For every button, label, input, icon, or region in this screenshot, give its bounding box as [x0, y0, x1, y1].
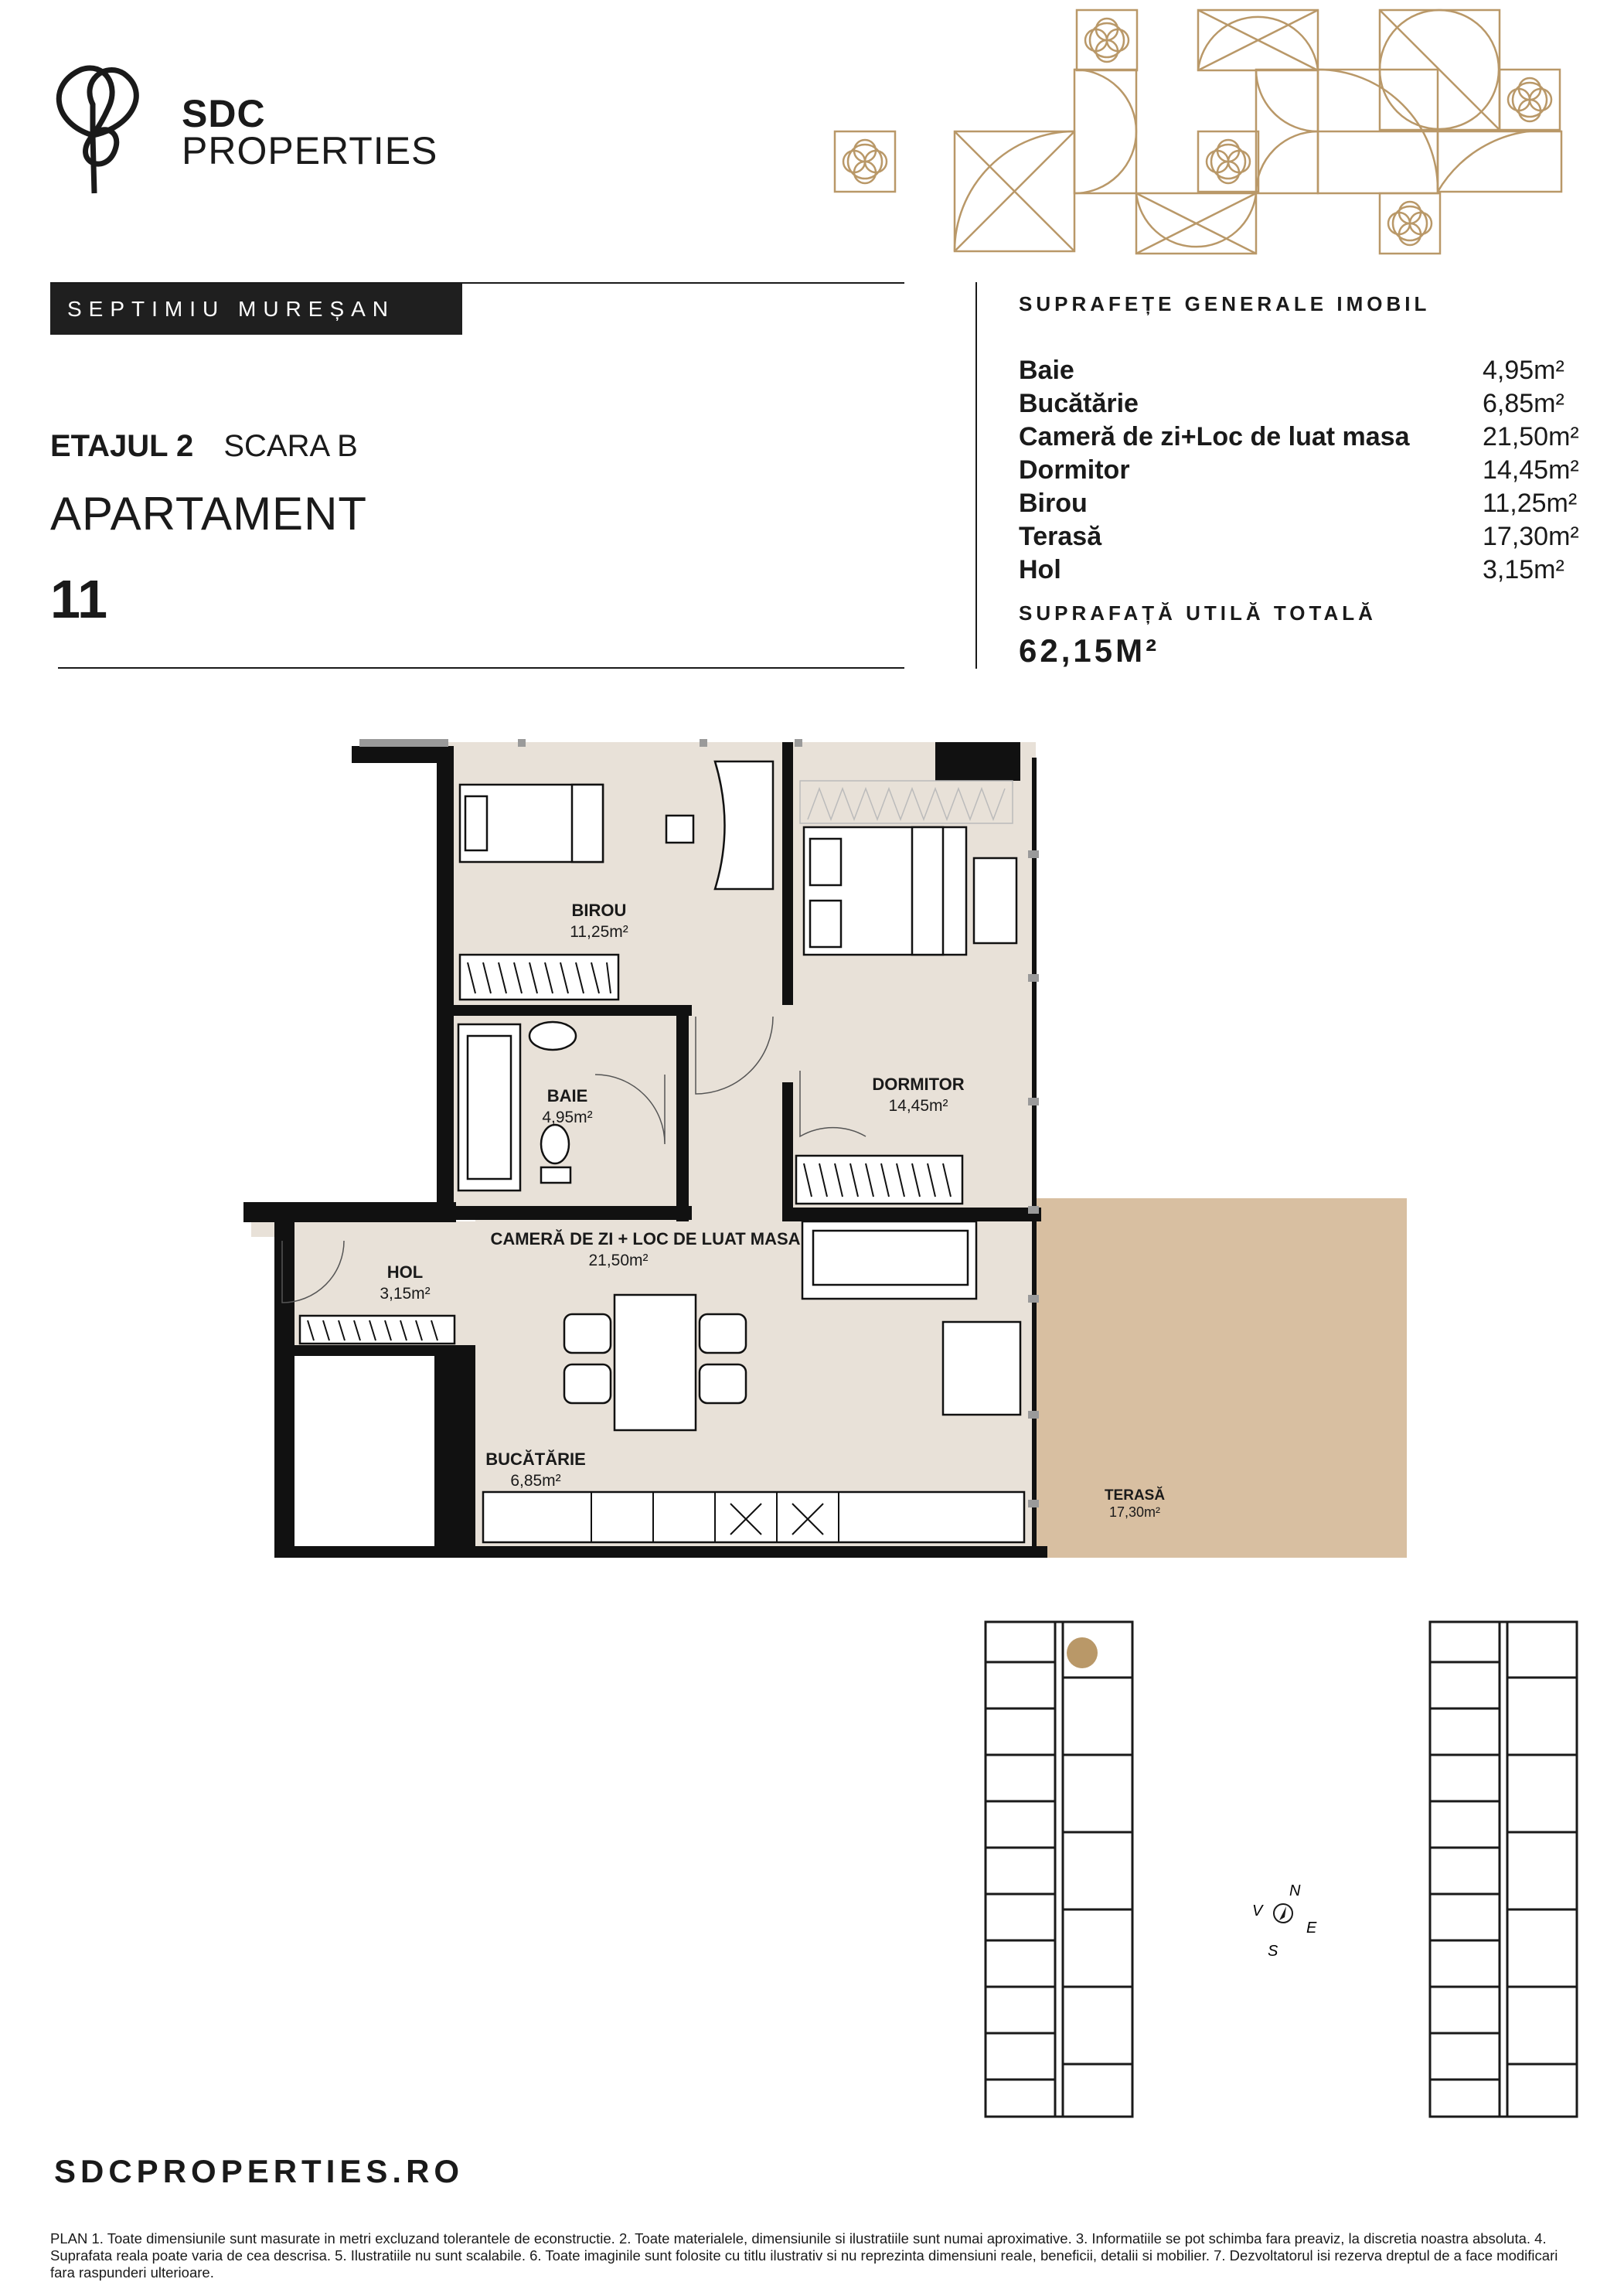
- apartment-number: 11: [50, 569, 107, 629]
- decorative-pattern: [831, 4, 1565, 259]
- room-baie-area: 4,95m²: [542, 1109, 592, 1126]
- surface-name: Dormitor: [1019, 455, 1130, 485]
- terrace-area: [1036, 1198, 1407, 1558]
- surface-row: Dormitor 14,45m²: [1019, 455, 1591, 489]
- room-terasa-name: TERASĂ: [1105, 1487, 1165, 1504]
- surface-row: Bucătărie 6,85m²: [1019, 389, 1591, 422]
- stair-label: SCARA B: [223, 429, 358, 463]
- surface-row: Baie 4,95m²: [1019, 356, 1591, 389]
- surface-name: Cameră de zi+Loc de luat masa: [1019, 422, 1410, 451]
- surface-value: 11,25m²: [1483, 489, 1578, 518]
- building-key-plan: N E S V: [928, 1608, 1585, 2134]
- vertical-divider: [975, 282, 977, 669]
- bottom-divider: [58, 667, 904, 669]
- total-area-value: 62,15M²: [1019, 632, 1160, 669]
- floor-plan: BIROU 11,25m² BAIE 4,95m² DORMITOR 14,45…: [232, 727, 1422, 1593]
- surface-value: 21,50m²: [1483, 422, 1579, 451]
- brand-name: SDC: [182, 92, 266, 135]
- surface-row: Terasă 17,30m²: [1019, 522, 1591, 555]
- surface-value: 4,95m²: [1483, 356, 1564, 385]
- room-living-name: CAMERĂ DE ZI + LOC DE LUAT MASA: [490, 1229, 800, 1248]
- compass-north: N: [1289, 1882, 1301, 1899]
- surfaces-title: SUPRAFEȚE GENERALE IMOBIL: [1019, 292, 1431, 315]
- tree-logo-icon: [56, 65, 139, 194]
- room-baie-name: BAIE: [547, 1086, 588, 1105]
- room-bucatarie-area: 6,85m²: [510, 1472, 560, 1490]
- floor-label: ETAJUL 2: [50, 429, 194, 463]
- surfaces-table: Baie 4,95m² Bucătărie 6,85m² Cameră de zi+…: [1019, 356, 1591, 588]
- surface-value: 6,85m²: [1483, 389, 1564, 418]
- room-hol-area: 3,15m²: [380, 1285, 430, 1303]
- compass-south: S: [1268, 1943, 1278, 1960]
- top-divider: [50, 282, 904, 284]
- compass-icon: N E S V: [1252, 1882, 1317, 1960]
- room-birou-area: 11,25m²: [570, 923, 628, 941]
- floor-stair-line: ETAJUL 2 SCARA B: [50, 429, 358, 464]
- brand-subtitle: PROPERTIES: [182, 129, 438, 172]
- surface-value: 14,45m²: [1483, 455, 1579, 485]
- website-link[interactable]: SDCPROPERTIES.RO: [54, 2153, 465, 2189]
- brand-logo[interactable]: SDC PROPERTIES: [46, 62, 510, 201]
- room-hol-name: HOL: [387, 1262, 423, 1282]
- total-area-label: SUPRAFAȚĂ UTILĂ TOTALĂ: [1019, 601, 1377, 625]
- surface-row: Cameră de zi+Loc de luat masa 21,50m²: [1019, 422, 1591, 455]
- room-bucatarie-name: BUCĂTĂRIE: [485, 1449, 586, 1469]
- surface-row: Birou 11,25m²: [1019, 489, 1591, 522]
- compass-east: E: [1306, 1920, 1317, 1937]
- surface-row: Hol 3,15m²: [1019, 555, 1591, 588]
- project-tag: SEPTIMIU MUREȘAN: [50, 284, 462, 335]
- surface-name: Hol: [1019, 555, 1061, 584]
- surface-name: Baie: [1019, 356, 1074, 385]
- surface-name: Birou: [1019, 489, 1088, 518]
- surface-name: Terasă: [1019, 522, 1102, 551]
- room-birou-name: BIROU: [572, 901, 627, 920]
- compass-west: V: [1252, 1903, 1264, 1920]
- apartment-marker: [1067, 1637, 1098, 1668]
- room-dormitor-area: 14,45m²: [888, 1097, 948, 1115]
- legal-disclaimer: PLAN 1. Toate dimensiunile sunt masurate…: [50, 2230, 1558, 2281]
- surface-value: 3,15m²: [1483, 555, 1564, 584]
- room-dormitor-name: DORMITOR: [872, 1075, 964, 1094]
- apartment-label: APARTAMENT: [50, 488, 368, 540]
- room-terasa-area: 17,30m²: [1109, 1504, 1160, 1520]
- surface-value: 17,30m²: [1483, 522, 1579, 551]
- room-living-area: 21,50m²: [588, 1252, 648, 1269]
- surface-name: Bucătărie: [1019, 389, 1139, 418]
